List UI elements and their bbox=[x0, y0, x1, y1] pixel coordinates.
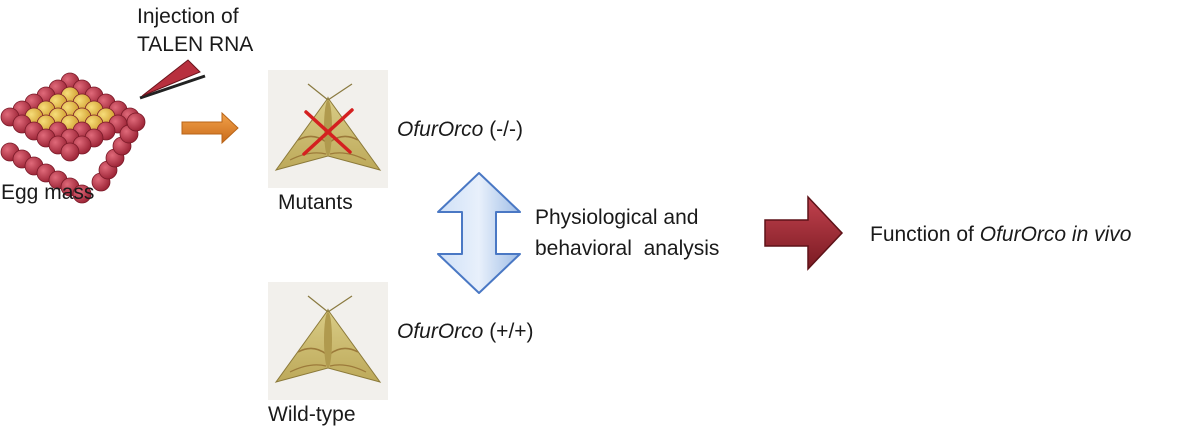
wildtype-genotype-suffix: (+/+) bbox=[483, 320, 534, 343]
function-prefix: Function of bbox=[870, 223, 980, 246]
moth-icon bbox=[274, 295, 382, 383]
mutant-moth-image bbox=[268, 70, 388, 188]
mutant-label: Mutants bbox=[278, 191, 353, 214]
egg-mass-label: Egg mass bbox=[1, 181, 95, 204]
knockout-cross-icon bbox=[302, 108, 354, 156]
mutant-genotype-suffix: (-/-) bbox=[483, 118, 524, 141]
egg-mass-icon bbox=[0, 72, 146, 204]
function-label: Function of OfurOrco in vivo bbox=[870, 222, 1131, 247]
red-arrow-icon bbox=[764, 195, 844, 271]
mutant-gene-name: OfurOrco bbox=[397, 118, 484, 141]
wildtype-genotype: OfurOrco (+/+) bbox=[397, 319, 534, 344]
analysis-label-line1: Physiological and bbox=[535, 206, 699, 229]
function-gene: OfurOrco bbox=[979, 223, 1067, 246]
wildtype-label: Wild-type bbox=[268, 403, 356, 426]
moth-icon bbox=[274, 83, 382, 171]
injection-needle-icon bbox=[139, 59, 206, 100]
injection-label-line1: Injection of bbox=[137, 5, 239, 28]
blue-double-arrow-icon bbox=[437, 172, 521, 294]
egg-icon bbox=[60, 142, 80, 162]
analysis-label-line2: behavioral analysis bbox=[535, 237, 720, 260]
mutant-genotype: OfurOrco (-/-) bbox=[397, 117, 523, 142]
wildtype-gene-name: OfurOrco bbox=[397, 320, 484, 343]
egg-icon bbox=[126, 112, 146, 132]
orange-arrow-icon bbox=[181, 111, 239, 145]
injection-label-line2: TALEN RNA bbox=[137, 33, 254, 56]
function-suffix: in vivo bbox=[1066, 223, 1132, 246]
egg-icon bbox=[72, 184, 92, 204]
wildtype-moth-image bbox=[268, 282, 388, 400]
